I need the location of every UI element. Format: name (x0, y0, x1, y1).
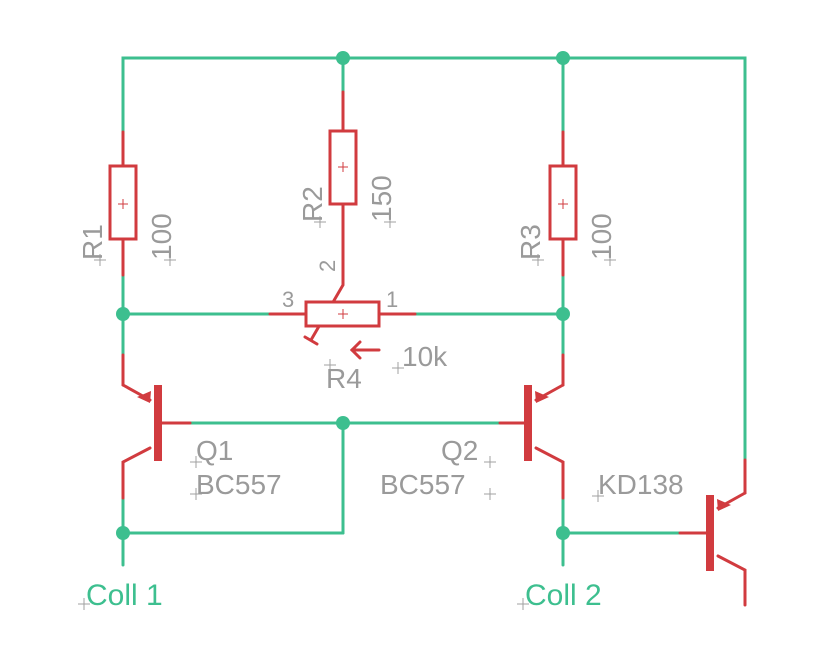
junction-dot (336, 51, 350, 65)
q3-value-label: KD138 (598, 469, 684, 500)
q2-value-label: BC557 (380, 469, 466, 500)
r4-pin3-label: 3 (282, 287, 294, 312)
junction-dot (116, 526, 130, 540)
junction-dot (116, 307, 130, 321)
r1-name-label: R1 (77, 224, 108, 260)
transistor-q2[interactable] (498, 353, 565, 500)
r2-name-label: R2 (297, 186, 328, 222)
origin-markers (78, 216, 616, 610)
r1-value-label: 100 (146, 213, 177, 260)
junction-dot (556, 51, 570, 65)
coll2-net-label: Coll 2 (525, 579, 602, 612)
emitter-arrow-icon (137, 391, 151, 403)
labels: R1 100 R2 150 R3 100 2 3 1 R4 10k Q1 BC5… (77, 175, 684, 612)
wires (121, 56, 747, 567)
r4-pin1-label: 1 (386, 287, 398, 312)
r4-pin2-label: 2 (315, 260, 340, 272)
q1-name-label: Q1 (196, 435, 233, 466)
r4-value-label: 10k (402, 341, 448, 372)
resistor-r1[interactable] (108, 130, 138, 277)
resistor-r3[interactable] (548, 130, 578, 277)
q1-value-label: BC557 (196, 469, 282, 500)
junction-dot (556, 307, 570, 321)
r3-value-label: 100 (586, 213, 617, 260)
transistor-q3[interactable] (678, 458, 747, 607)
top-rail-wire (121, 56, 747, 462)
q2-name-label: Q2 (441, 435, 478, 466)
junction-dot (336, 416, 350, 430)
r2-value-label: 150 (366, 175, 397, 222)
transistor-q1[interactable] (121, 353, 192, 500)
junctions (116, 51, 570, 540)
r4-name-label: R4 (326, 363, 362, 394)
r3-name-label: R3 (515, 224, 546, 260)
emitter-arrow-icon (535, 391, 549, 403)
coll1-net-label: Coll 1 (86, 579, 163, 612)
potentiometer-r4[interactable] (268, 300, 417, 360)
emitter-arrow-icon (717, 499, 731, 511)
junction-dot (556, 526, 570, 540)
